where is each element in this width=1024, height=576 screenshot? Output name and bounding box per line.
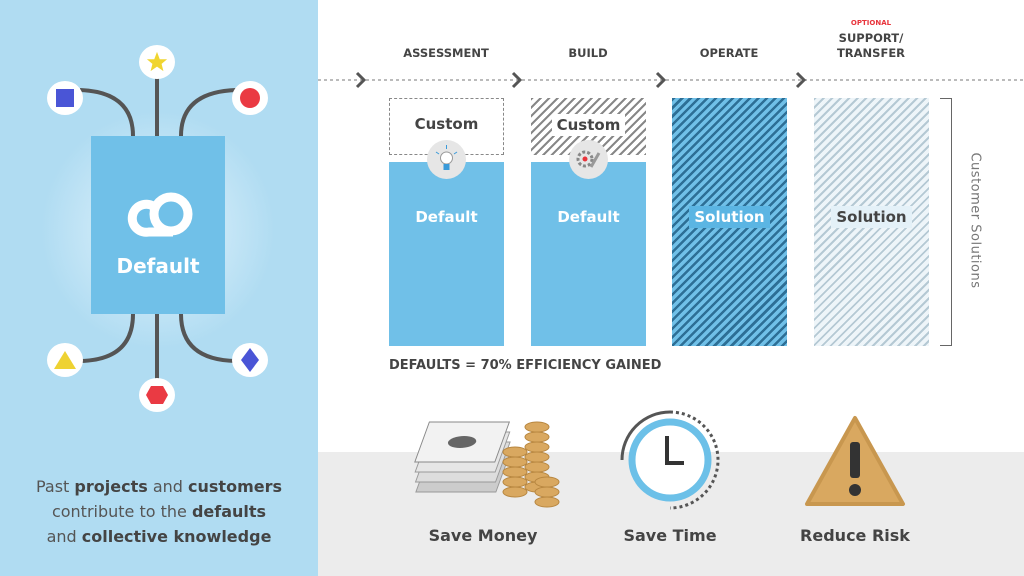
default-label: Default [415,208,478,226]
arrow-icon [655,71,667,89]
save-money-label: Save Money [428,526,538,545]
timeline [318,71,1024,89]
customer-solutions-label: Customer Solutions [967,152,983,289]
solution-label: Solution [831,206,912,228]
caption: Past projects and customers contribute t… [35,477,283,546]
money-icon [414,421,560,508]
build-column: Custom Default [531,98,646,346]
optional-tag: OPTIONAL [850,19,892,27]
phase-assessment: ASSESSMENT [403,46,489,60]
warning-icon [805,416,905,506]
operate-column: Solution [672,98,787,346]
square-node [47,81,83,115]
hexagon-icon [146,386,168,404]
efficiency-label: DEFAULTS = 70% EFFICIENCY GAINED [389,358,662,373]
circle-icon [240,88,260,108]
bracket [940,98,952,346]
default-box: Default [91,136,225,314]
diamond-node [232,343,268,377]
default-box-label: Default [116,254,200,278]
connector-lines [79,70,237,385]
circle-node [232,81,268,115]
solution-label: Solution [689,206,770,228]
clock-icon [620,410,720,510]
star-icon [146,51,168,72]
triangle-node [47,343,83,377]
default-block [389,162,504,346]
arrow-icon [355,71,367,89]
default-block [531,162,646,346]
default-label: Default [557,208,620,226]
phase-operate: OPERATE [699,46,759,60]
phase-support-transfer: SUPPORT/ TRANSFER [836,31,906,60]
cloud-logo-icon [127,192,193,237]
arrow-icon [511,71,523,89]
lightbulb-icon [427,140,466,179]
reduce-risk-label: Reduce Risk [800,526,910,545]
hexagon-node [139,378,175,412]
star-node [139,45,175,79]
support-column: Solution [814,98,929,346]
custom-label: Custom [414,115,479,133]
assessment-column: Custom Default [389,98,504,346]
square-icon [56,89,74,107]
arrow-icon [795,71,807,89]
diamond-icon [241,348,259,372]
triangle-icon [54,351,76,369]
phase-build: BUILD [568,46,608,60]
gear-wrench-icon [569,140,608,179]
custom-label: Custom [551,114,626,136]
save-time-label: Save Time [623,526,717,545]
